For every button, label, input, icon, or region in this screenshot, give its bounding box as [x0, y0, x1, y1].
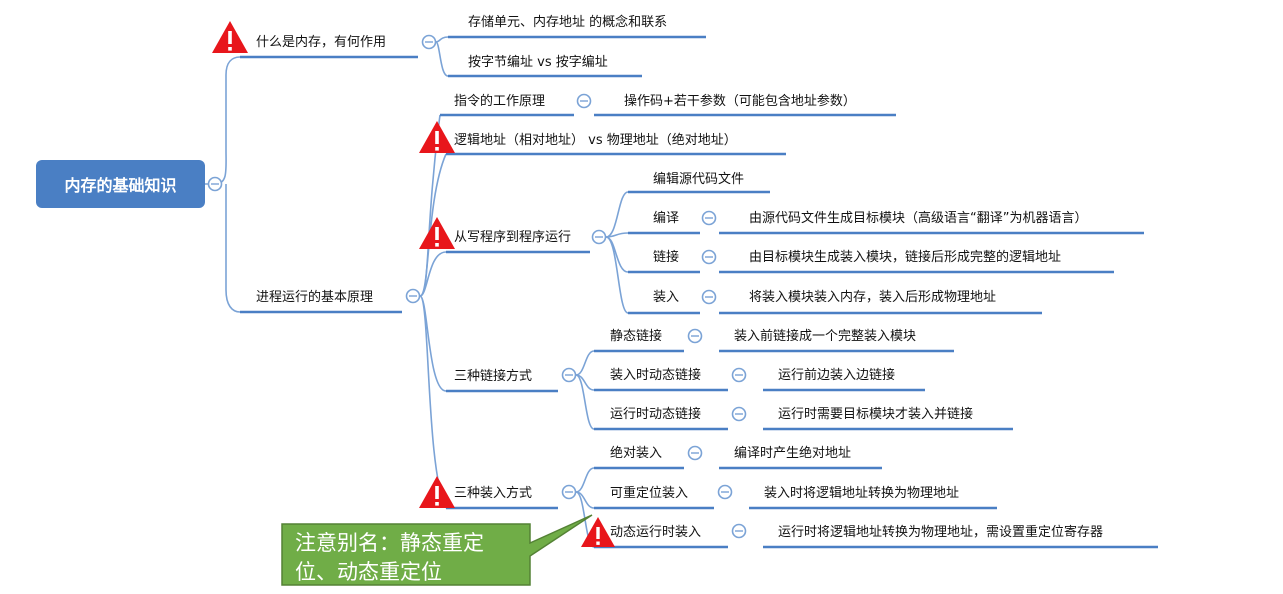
node-instruction-principle[interactable]: 指令的工作原理 [454, 94, 546, 109]
callout-box [281, 514, 593, 586]
node-loadtime-link[interactable]: 装入时动态链接 [610, 368, 702, 383]
node-compile[interactable]: 编译 [653, 211, 680, 226]
node-what-is-memory[interactable]: 什么是内存，有何作用 [256, 35, 387, 50]
node-logical-vs-physical[interactable]: 逻辑地址（相对地址） vs 物理地址（绝对地址） [454, 133, 737, 148]
node-runtime-link-detail[interactable]: 运行时需要目标模块才装入并链接 [778, 407, 974, 422]
warning-icons [212, 21, 615, 547]
node-dynamic-load[interactable]: 动态运行时装入 [610, 525, 702, 540]
node-load-detail[interactable]: 将装入模块装入内存，装入后形成物理地址 [749, 290, 997, 305]
node-absolute-load-detail[interactable]: 编译时产生绝对地址 [734, 446, 852, 461]
warning-icon [581, 517, 615, 547]
warning-icon [419, 476, 455, 508]
node-relocatable-load[interactable]: 可重定位装入 [610, 486, 689, 501]
node-process-basics[interactable]: 进程运行的基本原理 [256, 290, 374, 305]
callout-note: 注意别名：静态重定位、动态重定位 [295, 531, 484, 584]
node-load[interactable]: 装入 [653, 290, 680, 305]
node-compile-detail[interactable]: 由源代码文件生成目标模块（高级语言“翻译”为机器语言） [749, 211, 1088, 226]
node-linking-methods[interactable]: 三种链接方式 [454, 369, 533, 384]
warning-icon [212, 21, 248, 53]
node-loadtime-link-detail[interactable]: 运行前边装入边链接 [778, 368, 896, 383]
node-static-link[interactable]: 静态链接 [610, 329, 663, 344]
node-absolute-load[interactable]: 绝对装入 [610, 446, 663, 461]
node-runtime-link[interactable]: 运行时动态链接 [610, 407, 702, 422]
node-link[interactable]: 链接 [653, 250, 680, 265]
node-storage-units[interactable]: 存储单元、内存地址 的概念和联系 [468, 15, 668, 30]
warning-icon [419, 217, 455, 249]
node-addressing[interactable]: 按字节编址 vs 按字编址 [468, 55, 608, 70]
node-link-detail[interactable]: 由目标模块生成装入模块，链接后形成完整的逻辑地址 [749, 250, 1062, 265]
node-static-link-detail[interactable]: 装入前链接成一个完整装入模块 [734, 329, 917, 344]
root-node[interactable]: 内存的基础知识 [36, 160, 205, 208]
node-program-to-run[interactable]: 从写程序到程序运行 [454, 230, 572, 245]
node-instruction-detail[interactable]: 操作码+若干参数（可能包含地址参数） [624, 94, 856, 109]
warning-icon [419, 121, 455, 153]
node-relocatable-load-detail[interactable]: 装入时将逻辑地址转换为物理地址 [764, 486, 960, 501]
node-loading-methods[interactable]: 三种装入方式 [454, 486, 533, 501]
node-edit[interactable]: 编辑源代码文件 [653, 172, 745, 187]
node-dynamic-load-detail[interactable]: 运行时将逻辑地址转换为物理地址，需设置重定位寄存器 [778, 525, 1104, 540]
